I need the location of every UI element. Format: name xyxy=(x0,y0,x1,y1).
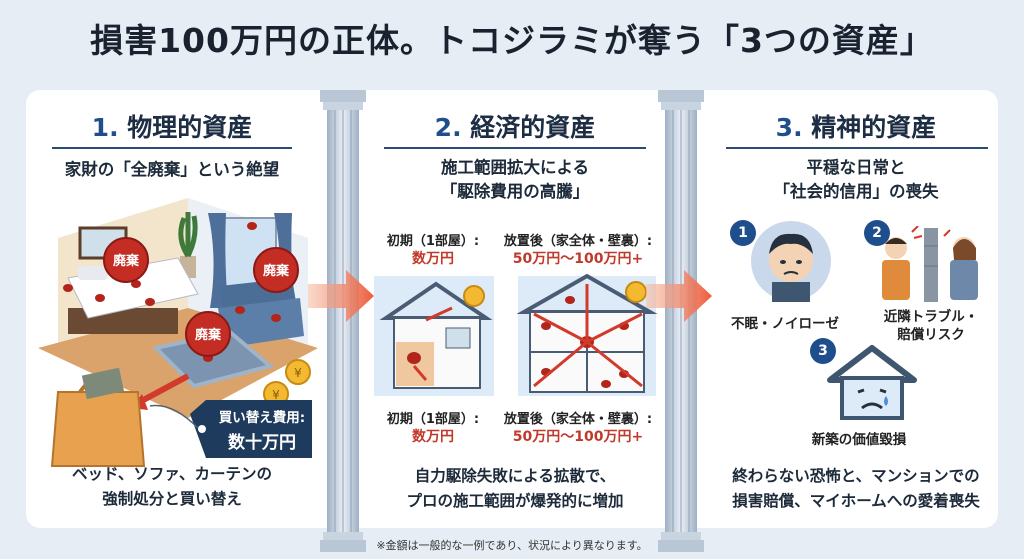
column-subtitle: 平穏な日常と 「社会的信用」の喪失 xyxy=(773,158,939,201)
svg-text:買い替え費用:: 買い替え費用: xyxy=(219,409,305,426)
svg-text:廃棄: 廃棄 xyxy=(112,253,140,269)
column-caption: 終わらない恐怖と、マンションでの 損害賠償、マイホームへの愛着喪失 xyxy=(732,467,980,510)
heading-rule xyxy=(384,147,646,149)
arrow-right-icon xyxy=(646,270,712,322)
sofa xyxy=(218,278,304,348)
column-economic: 2. 経済的資産 施工範囲拡大による 「駆除費用の高騰」 初期（1部屋）: 数万… xyxy=(370,90,660,528)
column-mental: 3. 精神的資産 平穏な日常と 「社会的信用」の喪失 1 不眠・ノイローゼ 2 xyxy=(714,90,998,528)
column-subtitle: 施工範囲拡大による 「駆除費用の高騰」 xyxy=(440,158,590,201)
column-physical: 1. 物理的資産 家財の「全廃棄」という絶望 xyxy=(26,90,318,528)
later-value: 50万円〜100万円+ xyxy=(512,251,644,267)
column-subtitle: 家財の「全廃棄」という絶望 xyxy=(64,160,280,179)
sad-house-icon xyxy=(827,345,917,420)
arrow-right-icon xyxy=(308,270,374,322)
item-number-badge: 3 xyxy=(810,338,836,364)
content-card: 1. 物理的資産 家財の「全廃棄」という絶望 xyxy=(26,90,998,528)
neighbor-dispute-icon xyxy=(882,226,978,302)
initial-value: 数万円 xyxy=(412,251,454,267)
column-pillar xyxy=(658,90,704,552)
discard-stamp: 廃棄 xyxy=(253,247,299,293)
item-number-badge: 1 xyxy=(730,220,756,246)
page-title: 損害100万円の正体。トコジラミが奪う「3つの資産」 xyxy=(90,21,934,60)
column-heading-economic: 2. 経済的資産 xyxy=(434,113,596,142)
initial-label: 初期（1部屋）: xyxy=(386,234,480,249)
price-tag xyxy=(190,400,312,458)
item-label: 新築の価値毀損 xyxy=(811,432,907,448)
plant xyxy=(178,212,198,258)
small-house xyxy=(374,276,494,396)
item-label: 不眠・ノイローゼ xyxy=(731,316,839,332)
svg-text:廃棄: 廃棄 xyxy=(262,263,290,279)
shopping-bag-illustration: 買い替え費用: 数十万円 xyxy=(50,367,312,467)
column-heading-physical: 1. 物理的資産 xyxy=(91,113,253,142)
curtain xyxy=(208,213,228,308)
column-caption: ベッド、ソファ、カーテンの 強制処分と買い替え xyxy=(71,465,273,508)
later-value: 50万円〜100万円+ xyxy=(512,429,644,445)
svg-text:¥: ¥ xyxy=(294,366,302,380)
money-icon xyxy=(81,367,125,400)
sleepless-face-icon xyxy=(751,221,831,302)
item-label: 近隣トラブル・ 賠償リスク xyxy=(883,309,979,343)
svg-text:数十万円: 数十万円 xyxy=(228,432,296,453)
initial-label: 初期（1部屋）: xyxy=(386,412,480,427)
svg-text:¥: ¥ xyxy=(272,388,280,402)
house-comparison-illustration xyxy=(374,273,658,396)
footnote: ※金額は一般的な一例であり、状況により異なります。 xyxy=(376,539,648,552)
later-label: 放置後（家全体・壁裏）: xyxy=(503,412,653,427)
column-caption: 自力駆除失敗による拡散で、 プロの施工範囲が爆発的に増加 xyxy=(406,467,624,510)
bedroom-illustration: 廃棄 廃棄 廃棄 ¥ ¥ xyxy=(38,198,318,418)
large-house xyxy=(516,273,658,396)
svg-text:廃棄: 廃棄 xyxy=(194,327,222,343)
initial-value: 数万円 xyxy=(412,429,454,445)
red-arrow xyxy=(134,373,190,407)
heading-rule xyxy=(52,147,292,149)
column-pillar xyxy=(320,90,366,552)
later-label: 放置後（家全体・壁裏）: xyxy=(503,234,653,249)
bedbug-icons xyxy=(63,222,281,362)
heading-rule xyxy=(726,147,988,149)
discard-stamp: 廃棄 xyxy=(103,237,149,283)
discard-stamp: 廃棄 xyxy=(185,311,231,357)
column-heading-mental: 3. 精神的資産 xyxy=(775,113,937,142)
item-number-badge: 2 xyxy=(864,220,890,246)
